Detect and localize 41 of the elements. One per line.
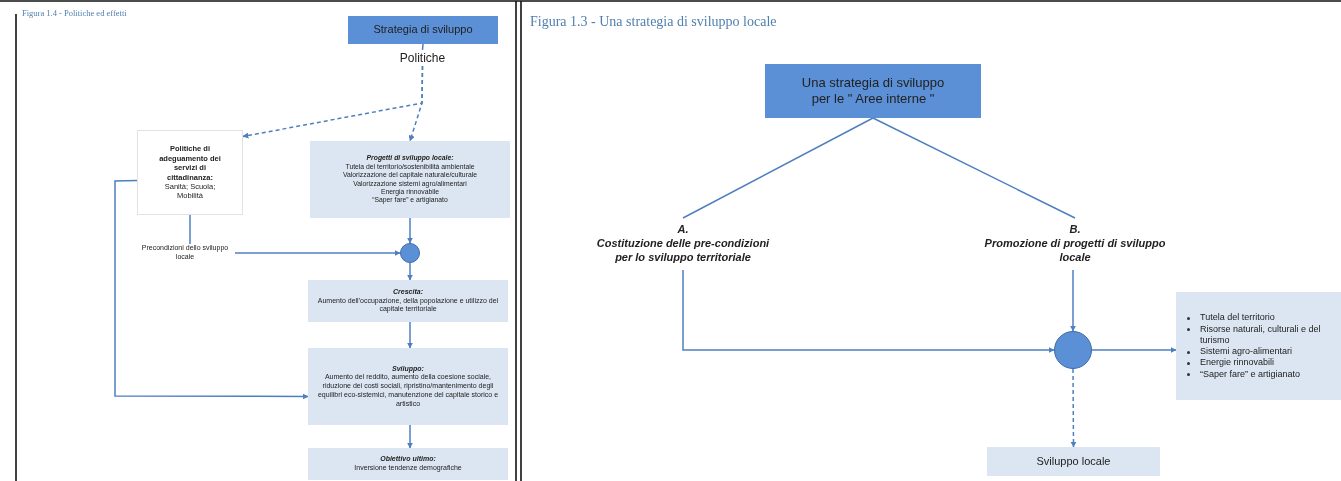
- process-box: [308, 280, 508, 322]
- connector-line: [189, 214, 191, 245]
- arrow: [682, 269, 1055, 353]
- heading-text: Costituzione delle pre-condizioni per lo sviluppo territoriale: [595, 237, 771, 265]
- arrow: [114, 179, 309, 400]
- bullet-item: Tutela del territorio: [1200, 312, 1276, 324]
- arrow: [407, 424, 413, 449]
- arrow: [1070, 368, 1077, 448]
- policy-box: [137, 130, 243, 215]
- connector-line: [872, 117, 1076, 219]
- result-box: [987, 447, 1160, 476]
- arrow: [1070, 269, 1076, 332]
- arrow: [234, 250, 401, 256]
- bullet-item: Risorse naturali, culturali e del turismo: [1200, 323, 1322, 346]
- heading-text: Promozione di progetti di sviluppo locale: [983, 237, 1167, 265]
- arrow: [407, 217, 413, 244]
- bullet-item: Energie rinnovabili: [1200, 357, 1276, 369]
- list-box: [1176, 292, 1341, 400]
- figure-heading: Figura 1.4 - Politiche ed effetti: [22, 8, 127, 18]
- connector-line: [682, 117, 874, 219]
- arrow: [407, 262, 413, 281]
- arrow: [1091, 347, 1177, 353]
- arrow: [407, 321, 413, 349]
- junction-circle: [400, 243, 420, 263]
- node-text: Politiche: [399, 50, 446, 66]
- box-text: Strategia di sviluppo: [373, 23, 473, 37]
- strategy-box: [348, 16, 498, 44]
- arrow: [408, 65, 424, 142]
- heading-text: B.: [1069, 223, 1081, 238]
- heading-text: A.: [677, 223, 689, 238]
- box-text: Sviluppo locale: [1036, 454, 1111, 469]
- figure-heading: Figura 1.3 - Una strategia di sviluppo locale: [530, 14, 777, 30]
- strategy-box: [765, 64, 981, 118]
- process-box: [310, 141, 510, 218]
- process-box: [308, 348, 508, 425]
- connector-line: [421, 43, 424, 51]
- bullet-item: “Saper fare” e artigianato: [1200, 368, 1302, 380]
- box-text: Una strategia di sviluppo per le " Aree interne ": [800, 74, 946, 108]
- process-box: [308, 448, 508, 480]
- bullet-item: Sistemi agro-alimentari: [1200, 346, 1294, 358]
- junction-circle: [1054, 331, 1092, 369]
